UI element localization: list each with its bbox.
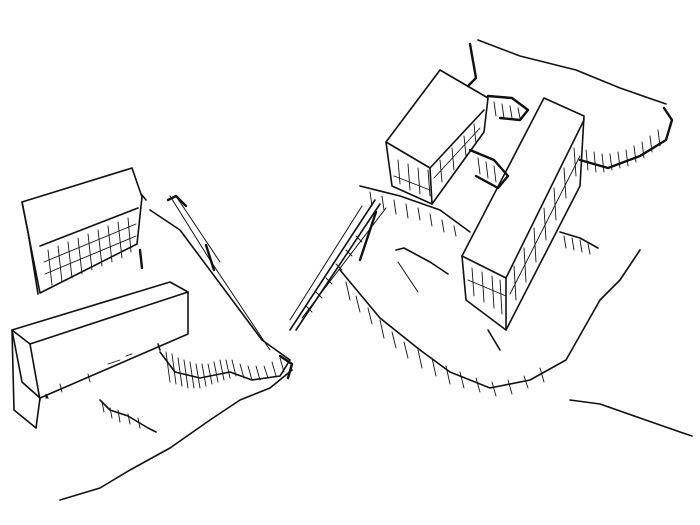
left-building-upper xyxy=(21,167,147,295)
right-building-upper xyxy=(385,42,489,205)
right-building-long xyxy=(461,97,585,331)
bridge xyxy=(289,199,387,331)
left-site-terrain xyxy=(59,194,294,501)
left-building-lower xyxy=(11,281,189,429)
right-site-terrain xyxy=(339,39,693,437)
